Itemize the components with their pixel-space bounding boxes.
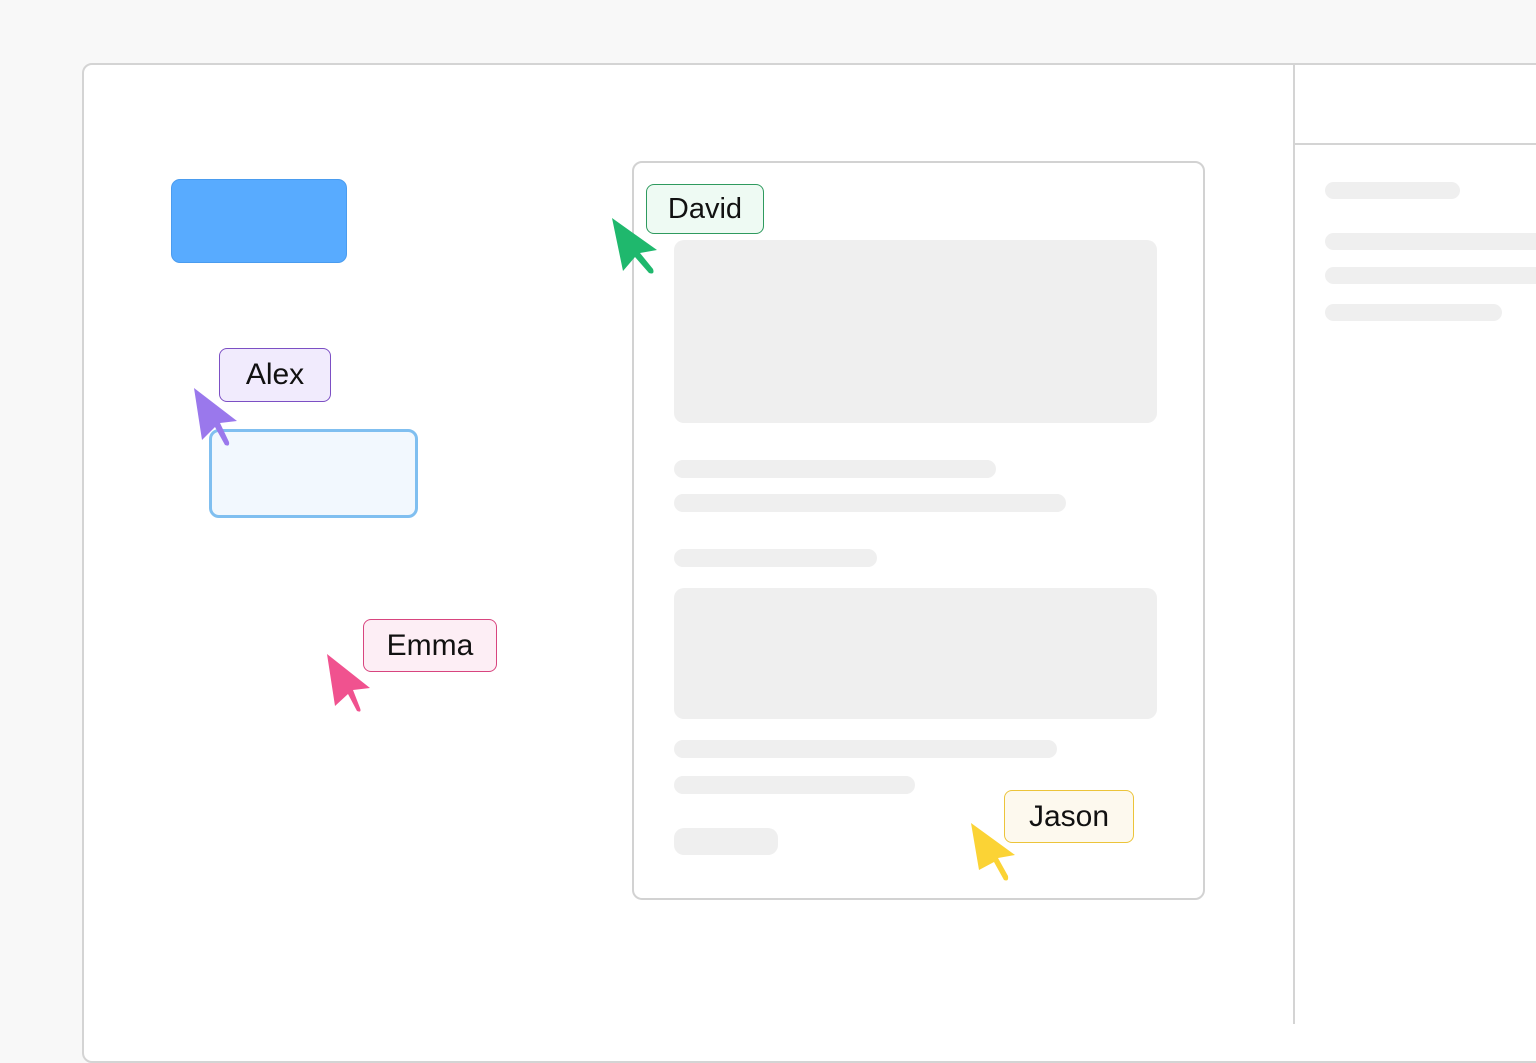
collaborator-name: Emma bbox=[386, 628, 474, 662]
collaborator-name: Alex bbox=[245, 358, 305, 391]
side-panel-header-divider bbox=[1295, 143, 1536, 145]
side-panel-skeleton-line bbox=[1325, 182, 1460, 199]
collaborator-tag-emma: Emma bbox=[363, 619, 497, 672]
cursor-arrow-icon bbox=[971, 823, 1015, 881]
blue-rectangle-shape[interactable] bbox=[171, 179, 347, 263]
cursor-arrow-icon bbox=[194, 388, 237, 446]
side-panel-skeleton-line bbox=[1325, 233, 1536, 250]
side-panel-skeleton-line bbox=[1325, 304, 1502, 321]
collaborator-cursor-emma bbox=[326, 653, 376, 713]
selected-rectangle-shape[interactable] bbox=[209, 429, 418, 518]
image-placeholder bbox=[674, 240, 1157, 423]
text-skeleton-line bbox=[674, 549, 877, 567]
text-skeleton-line bbox=[674, 776, 915, 794]
cursor-arrow-icon bbox=[612, 218, 657, 274]
collaborator-name: David bbox=[667, 192, 743, 225]
collaborator-tag-jason: Jason bbox=[1004, 790, 1134, 843]
collaborator-name: Jason bbox=[1028, 799, 1110, 833]
collaborator-tag-alex: Alex bbox=[219, 348, 331, 402]
side-panel-skeleton-line bbox=[1325, 267, 1536, 284]
button-skeleton bbox=[674, 828, 778, 855]
collaborator-tag-david: David bbox=[646, 184, 764, 234]
text-skeleton-line bbox=[674, 494, 1066, 512]
cursor-arrow-icon bbox=[327, 654, 370, 712]
text-skeleton-line bbox=[674, 460, 996, 478]
collaborator-cursor-alex bbox=[193, 387, 243, 447]
collaborator-cursor-david bbox=[611, 217, 661, 277]
text-skeleton-line bbox=[674, 740, 1057, 758]
image-placeholder bbox=[674, 588, 1157, 719]
collaborator-cursor-jason bbox=[970, 822, 1020, 882]
side-panel-divider bbox=[1293, 64, 1295, 1024]
